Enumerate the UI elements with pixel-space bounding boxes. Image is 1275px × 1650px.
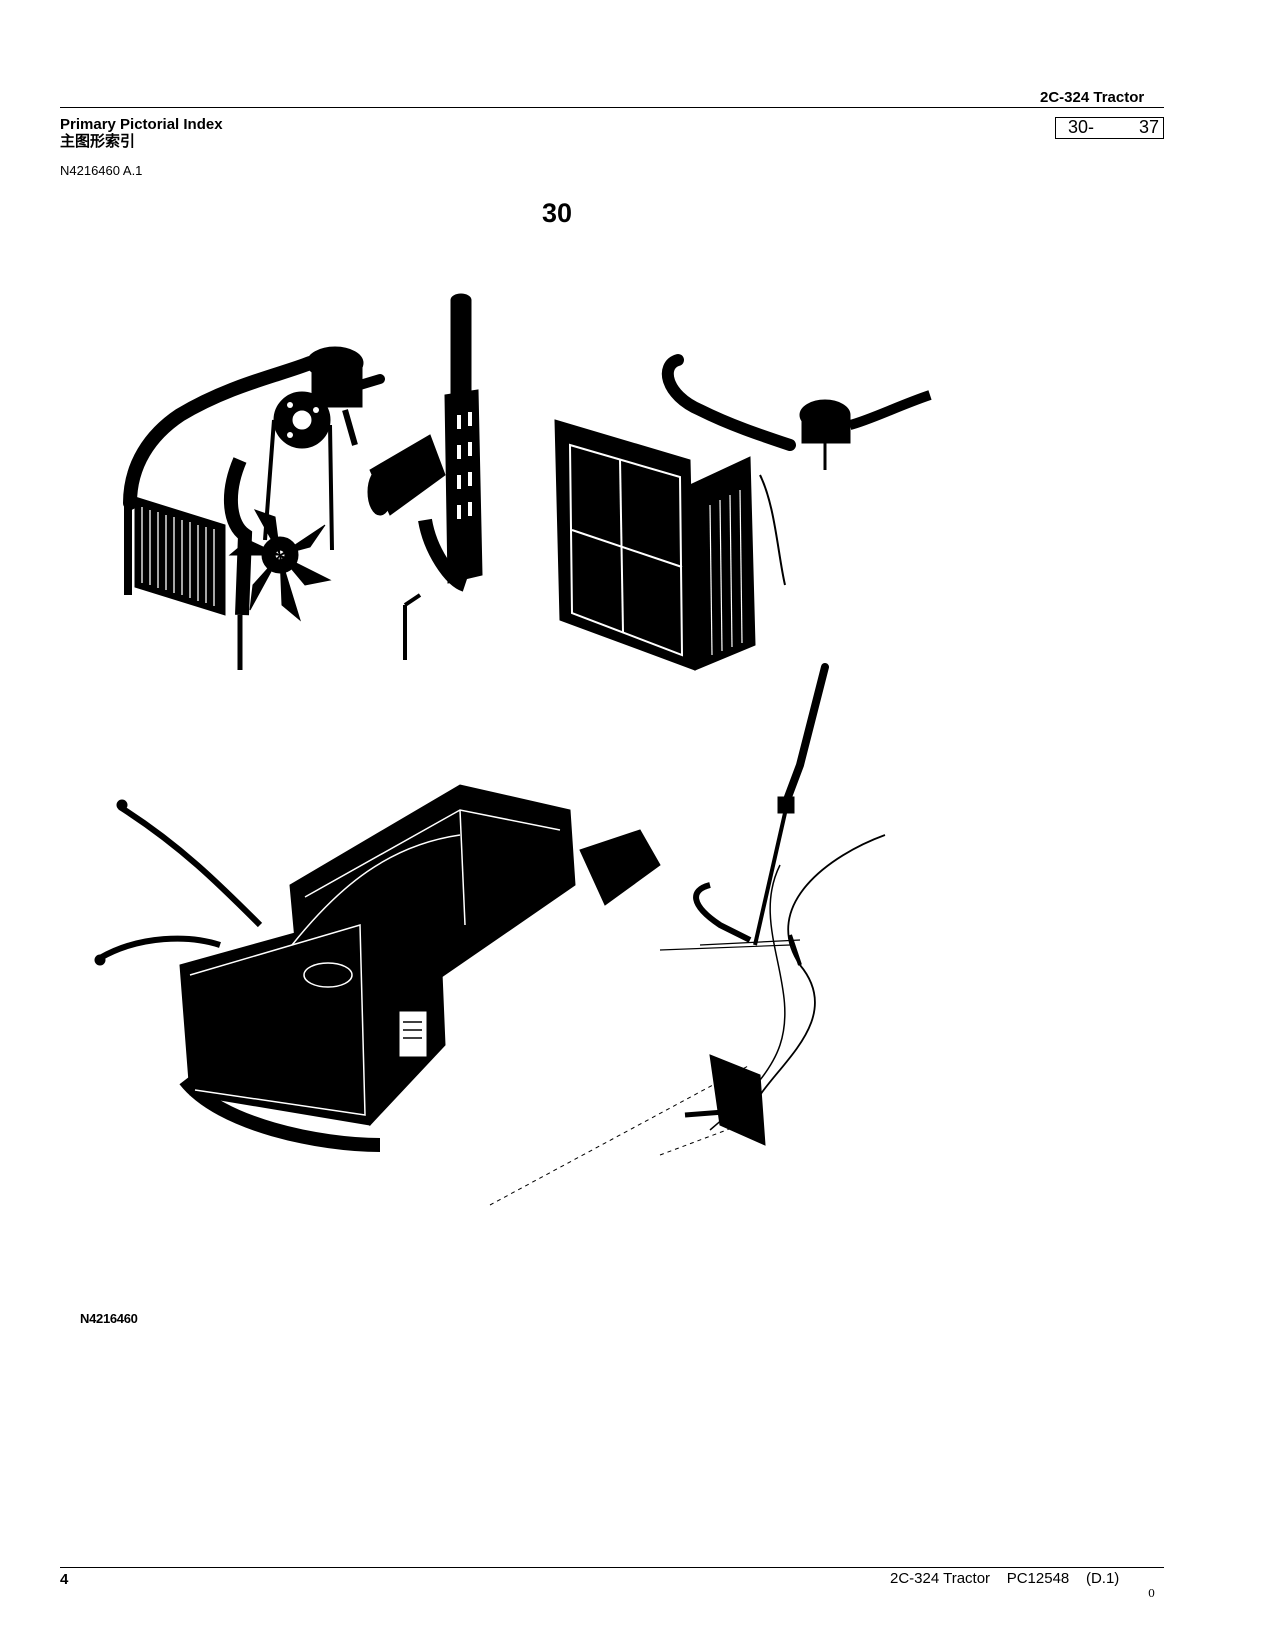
footer-catalog: PC12548	[1006, 1570, 1070, 1587]
radiator-shroud	[554, 354, 932, 671]
parts-illustration	[94, 293, 932, 1206]
group-range-box: 30- 37	[1055, 117, 1164, 139]
range-to: 37	[1138, 117, 1159, 137]
page-number: 4	[60, 1571, 69, 1588]
range-from: 30-	[1068, 117, 1095, 137]
throttle-linkage	[489, 663, 886, 1206]
footer-edition: (D.1)	[1085, 1570, 1120, 1587]
header-rule	[60, 107, 1164, 108]
footer-info: 2C-324 Tractor PC12548 (D.1)	[890, 1570, 1119, 1587]
footer-model: 2C-324 Tractor	[890, 1570, 991, 1587]
cooling-assembly	[123, 346, 385, 670]
footer-revision: 0	[1148, 1587, 1155, 1600]
figure-id: N4216460	[80, 1311, 138, 1326]
fuel-tank	[94, 784, 661, 1152]
header-model: 2C-324 Tractor	[1040, 89, 1145, 106]
group-number: 30	[542, 198, 573, 228]
footer-rule	[60, 1567, 1164, 1568]
illustration-reference: N4216460 A.1	[60, 163, 143, 178]
page-title: Primary Pictorial Index	[60, 116, 223, 133]
page-title-chinese: 主图形索引	[60, 132, 136, 150]
exhaust-assembly	[367, 293, 483, 660]
